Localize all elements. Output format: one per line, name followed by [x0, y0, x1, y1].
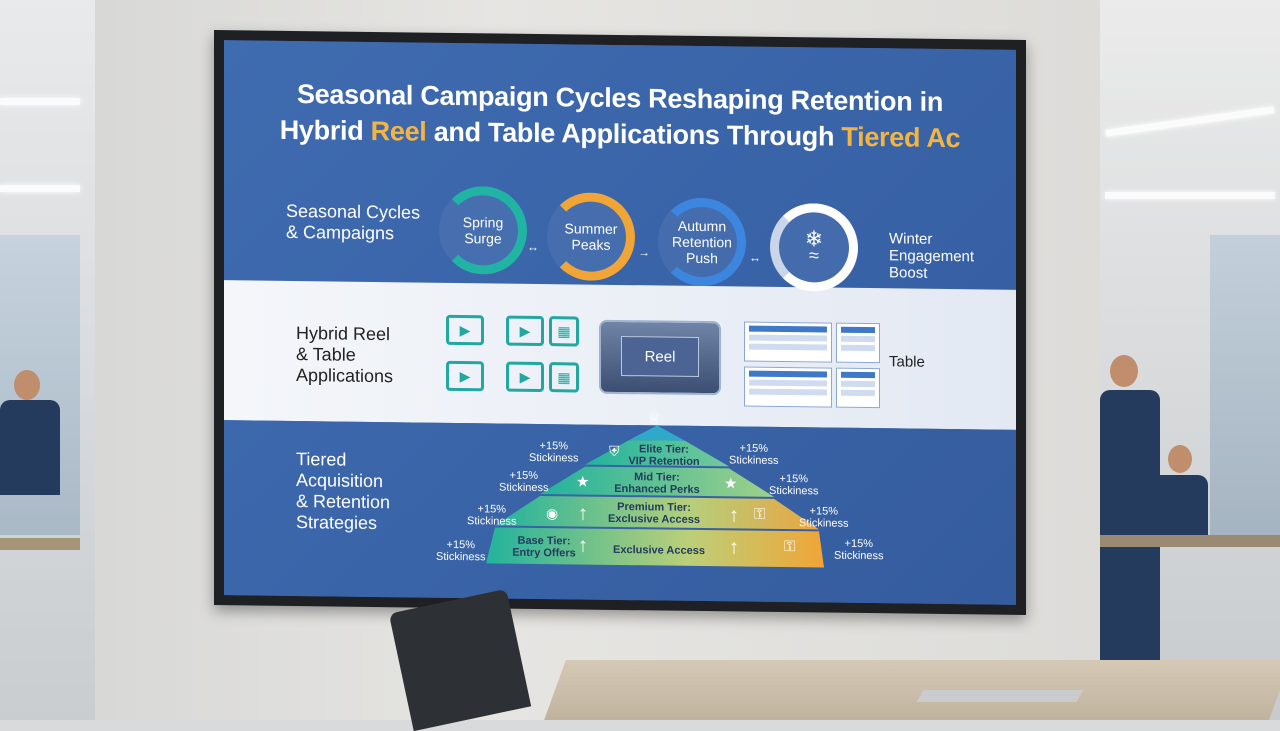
- ceiling-light: [0, 185, 80, 192]
- up-arrow-icon: ↑: [578, 534, 588, 557]
- tier-base-band: [486, 527, 824, 568]
- tv-display: Seasonal Campaign Cycles Reshaping Reten…: [214, 30, 1026, 615]
- stickiness-stat: +15%Stickiness: [834, 537, 884, 563]
- tier-mid-label: Mid Tier:Enhanced Perks: [614, 471, 700, 496]
- left-table: [0, 538, 80, 550]
- stickiness-stat: +15%Stickiness: [729, 442, 779, 467]
- key-icon: ⚿: [784, 538, 796, 556]
- crown-icon: ♕: [647, 410, 662, 428]
- tier-premium-band: [495, 496, 819, 530]
- presentation-screen: Seasonal Campaign Cycles Reshaping Reten…: [224, 40, 1016, 605]
- star-icon: ★: [576, 473, 590, 491]
- office-chair: [388, 588, 532, 731]
- conference-table: [544, 660, 1280, 720]
- tier-base-label: Base Tier:Entry Offers: [512, 534, 576, 560]
- up-arrow-icon: ↑: [578, 502, 588, 525]
- stickiness-stat: +15%Stickiness: [436, 538, 486, 564]
- tier-base-sub-label: Exclusive Access: [613, 543, 705, 558]
- star-icon: ★: [724, 475, 738, 493]
- person-left: [0, 400, 60, 495]
- stickiness-stat: +15%Stickiness: [769, 472, 819, 498]
- tier-elite-label: Elite Tier:VIP Retention: [628, 443, 700, 468]
- tier-mid-band: [540, 466, 774, 497]
- stickiness-stat: +15%Stickiness: [799, 505, 849, 530]
- laptop: [916, 690, 1084, 702]
- back-table: [1100, 535, 1280, 547]
- stickiness-stat: +15%Stickiness: [467, 503, 517, 528]
- stickiness-stat: +15%Stickiness: [529, 440, 579, 465]
- up-arrow-icon: ↑: [729, 536, 739, 559]
- coins-icon: ◉: [546, 505, 559, 522]
- right-window: [1210, 235, 1280, 535]
- person-head: [14, 370, 40, 400]
- stickiness-stat: +15%Stickiness: [499, 469, 549, 495]
- tier-elite-band: [585, 440, 729, 467]
- up-arrow-icon: ↑: [729, 504, 739, 527]
- person-head: [1168, 445, 1192, 473]
- ceiling-light: [1105, 192, 1275, 199]
- tier-premium-label: Premium Tier:Exclusive Access: [608, 500, 700, 526]
- tier-pyramid: [486, 425, 824, 568]
- person-seated: [1150, 475, 1208, 540]
- person-head: [1110, 355, 1138, 387]
- ceiling-light: [0, 98, 80, 105]
- key-icon: ⚿: [754, 505, 766, 523]
- pyramid-top: [629, 425, 685, 441]
- shield-icon: ⛨: [609, 442, 620, 459]
